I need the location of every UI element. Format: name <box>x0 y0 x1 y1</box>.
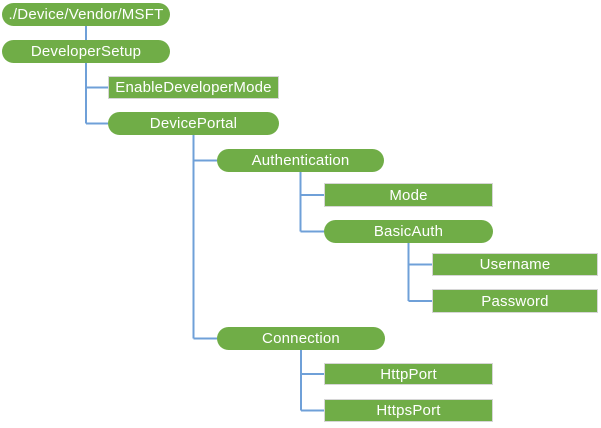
connector-deviceportal-children <box>192 135 217 340</box>
connector-developersetup-children <box>85 63 108 125</box>
tree-node-connection: Connection <box>217 327 385 350</box>
tree-node-username: Username <box>432 253 598 276</box>
tree-node-password: Password <box>432 289 598 313</box>
connector-basicauth-children <box>407 243 432 302</box>
tree-node-basic-auth: BasicAuth <box>324 220 493 243</box>
connector-authentication-children <box>299 172 324 233</box>
tree-node-developer-setup: DeveloperSetup <box>2 40 170 63</box>
tree-node-device-portal: DevicePortal <box>108 112 279 135</box>
connector-connection-children <box>300 350 324 412</box>
tree-node-http-port: HttpPort <box>324 363 493 385</box>
tree-node-https-port: HttpsPort <box>324 399 493 422</box>
tree-node-mode: Mode <box>324 183 493 207</box>
tree-node-authentication: Authentication <box>217 149 384 172</box>
tree-node-root: ./Device/Vendor/MSFT <box>2 3 170 26</box>
tree-node-enable-developer-mode: EnableDeveloperMode <box>108 76 279 99</box>
